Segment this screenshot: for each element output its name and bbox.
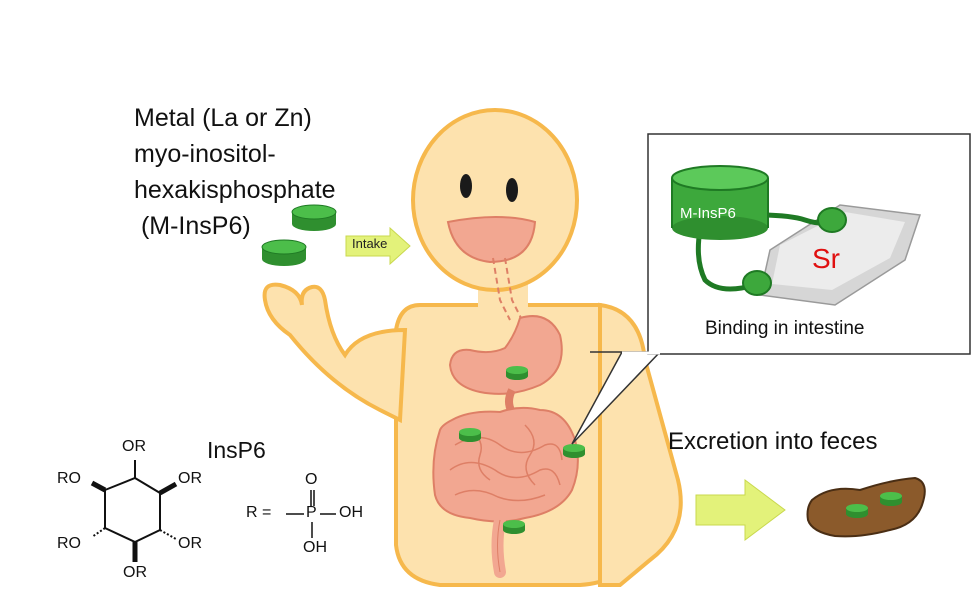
feces-icon: [806, 476, 926, 538]
callout-box: [571, 133, 971, 445]
right-eye: [506, 178, 518, 202]
pill-icon: [563, 444, 585, 458]
left-arm: [262, 282, 408, 424]
callout-drug-label: M-InsP6: [680, 205, 736, 222]
head: [411, 108, 579, 292]
substituent-bottom: OR: [123, 564, 147, 581]
excretion-arrow-icon: [695, 479, 786, 541]
substituent-lower-left: RO: [57, 535, 81, 552]
pill-icon: [459, 428, 481, 442]
title-line: hexakisphosphate: [134, 176, 336, 204]
title-line: Metal (La or Zn): [134, 104, 312, 132]
pill-icon: [846, 504, 868, 518]
pill-icon: [880, 492, 902, 506]
strontium-label: Sr: [812, 243, 840, 274]
title-line: (M-InsP6): [134, 212, 251, 240]
pill-icon: [291, 204, 337, 231]
pill-icon: [503, 520, 525, 534]
excretion-label: Excretion into feces: [668, 428, 878, 455]
inositol-structure: [90, 460, 178, 562]
arrow-right-icon: [345, 226, 411, 266]
drug-title: Metal (La or Zn) myo-inositol- hexakisph…: [134, 100, 336, 244]
callout-caption: Binding in intestine: [705, 318, 865, 339]
intestine-icon: [432, 406, 579, 523]
compound-label: InsP6: [207, 437, 266, 463]
title-line: myo-inositol-: [134, 140, 276, 168]
stomach-icon: [448, 315, 563, 395]
pill-icon: [506, 366, 528, 380]
substituent-lower-right: OR: [178, 535, 202, 552]
phosphate-oh-bottom: OH: [303, 539, 327, 556]
phosphorus-atom: P: [306, 504, 317, 521]
mouth: [446, 216, 537, 264]
pills-group: [261, 204, 585, 534]
substituent-upper-left: RO: [57, 470, 81, 487]
r-definition: R =: [246, 504, 272, 521]
phosphate-structure: [286, 490, 336, 538]
left-eye: [460, 174, 472, 198]
substituent-upper-right: OR: [178, 470, 202, 487]
phosphate-oh-right: OH: [339, 504, 363, 521]
phosphate-oxygen: O: [305, 471, 318, 488]
substituent-top: OR: [122, 438, 146, 455]
pill-icon: [261, 239, 307, 266]
intake-label: Intake: [352, 236, 388, 251]
